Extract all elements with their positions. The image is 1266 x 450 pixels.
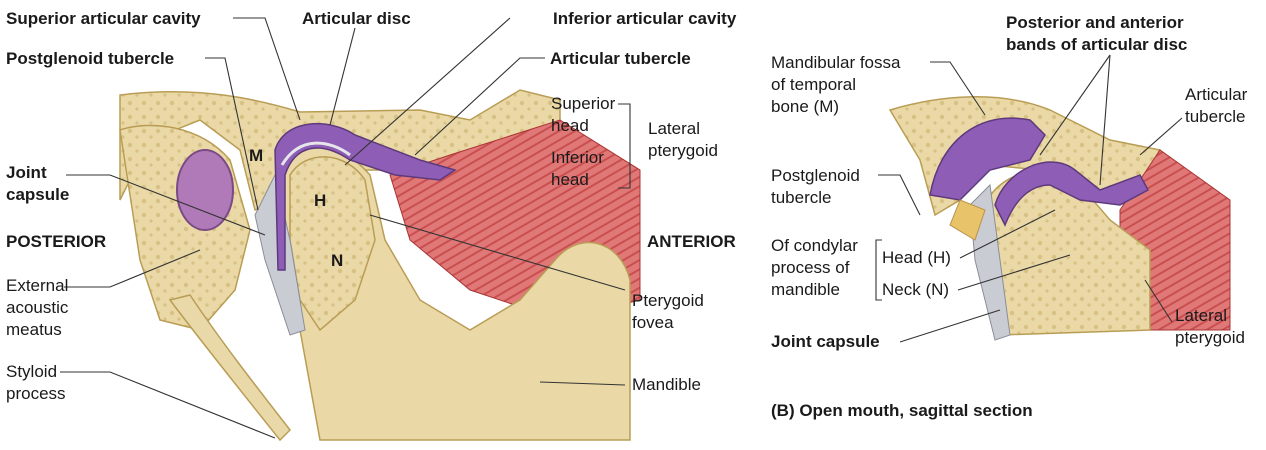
external-acoustic-meatus-shape xyxy=(177,150,233,230)
label-inferior-articular-cavity: Inferior articular cavity xyxy=(553,8,736,30)
label-posterior-anterior-bands: Posterior and anterior bands of articula… xyxy=(1006,12,1187,56)
label-lateral-pterygoid: Lateral pterygoid xyxy=(648,118,718,162)
label-head-h: Head (H) xyxy=(882,247,951,269)
label-articular-disc: Articular disc xyxy=(302,8,411,30)
label-styloid-process: Styloid process xyxy=(6,361,66,405)
label-external-acoustic-meatus: External acoustic meatus xyxy=(6,275,68,341)
label-joint-capsule-right: Joint capsule xyxy=(771,331,880,353)
label-superior-head: Superior head xyxy=(551,93,615,137)
letter-h: H xyxy=(314,191,326,211)
label-mandible: Mandible xyxy=(632,374,701,396)
caption-open-mouth: (B) Open mouth, sagittal section xyxy=(771,400,1033,422)
label-pterygoid-fovea: Pterygoid fovea xyxy=(632,290,704,334)
label-neck-n: Neck (N) xyxy=(882,279,949,301)
letter-m: M xyxy=(249,146,263,166)
label-postglenoid-tubercle-right: Postglenoid tubercle xyxy=(771,165,860,209)
right-panel-drawing xyxy=(890,97,1230,340)
label-mandibular-fossa: Mandibular fossa of temporal bone (M) xyxy=(771,52,900,118)
label-articular-tubercle: Articular tubercle xyxy=(550,48,691,70)
styloid-process-shape xyxy=(170,295,290,440)
label-lateral-pterygoid-right: Lateral pterygoid xyxy=(1175,305,1245,349)
label-articular-tubercle-right: Articular tubercle xyxy=(1185,84,1247,128)
label-of-condylar-process: Of condylar process of mandible xyxy=(771,235,858,301)
label-anterior: ANTERIOR xyxy=(647,231,736,253)
label-joint-capsule: Joint capsule xyxy=(6,162,69,206)
label-superior-articular-cavity: Superior articular cavity xyxy=(6,8,201,30)
label-inferior-head: Inferior head xyxy=(551,147,604,191)
left-panel-drawing xyxy=(120,90,640,440)
letter-n: N xyxy=(331,251,343,271)
label-postglenoid-tubercle: Postglenoid tubercle xyxy=(6,48,174,70)
label-posterior: POSTERIOR xyxy=(6,231,106,253)
